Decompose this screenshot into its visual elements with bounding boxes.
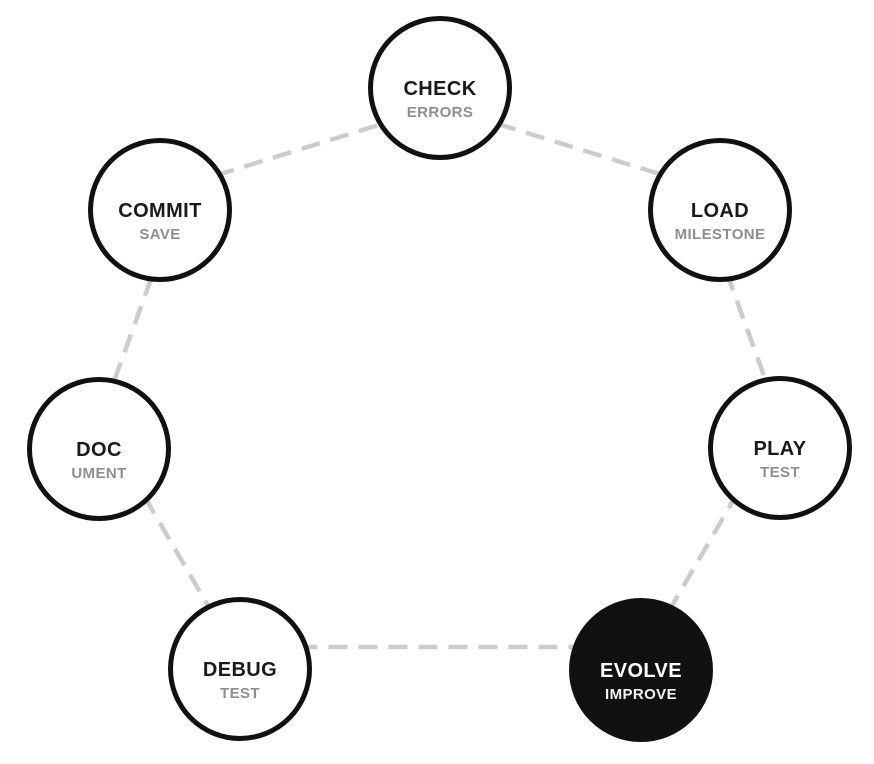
node-play[interactable]: PLAY TEST <box>708 376 852 520</box>
node-debug[interactable]: DEBUG TEST <box>168 597 312 741</box>
node-commit-text: COMMIT SAVE <box>118 199 202 245</box>
node-check-text: CHECK ERRORS <box>403 77 476 123</box>
node-check-sublabel: ERRORS <box>406 104 474 122</box>
node-evolve-text: EVOLVE IMPROVE <box>600 659 682 705</box>
node-check-label: CHECK <box>403 78 477 101</box>
node-commit-label: COMMIT <box>118 200 202 223</box>
node-play-label: PLAY <box>753 438 807 461</box>
node-play-text: PLAY TEST <box>753 437 806 483</box>
node-doc-sublabel: UMENT <box>71 465 127 483</box>
node-doc[interactable]: DOC UMENT <box>27 377 171 521</box>
node-debug-sublabel: TEST <box>220 685 260 703</box>
node-load[interactable]: LOAD MILESTONE <box>648 138 792 282</box>
node-commit-sublabel: SAVE <box>139 226 181 244</box>
node-commit[interactable]: COMMIT SAVE <box>88 138 232 282</box>
node-evolve-label: EVOLVE <box>599 660 683 683</box>
node-evolve[interactable]: EVOLVE IMPROVE <box>569 598 713 742</box>
node-load-sublabel: MILESTONE <box>674 226 766 244</box>
node-evolve-sublabel: IMPROVE <box>605 686 677 704</box>
node-debug-label: DEBUG <box>202 659 278 682</box>
node-load-label: LOAD <box>690 200 750 223</box>
node-doc-text: DOC UMENT <box>71 438 126 484</box>
node-check[interactable]: CHECK ERRORS <box>368 16 512 160</box>
node-doc-label: DOC <box>76 439 122 462</box>
node-debug-text: DEBUG TEST <box>203 658 277 704</box>
node-play-sublabel: TEST <box>760 464 800 482</box>
node-load-text: LOAD MILESTONE <box>675 199 766 245</box>
